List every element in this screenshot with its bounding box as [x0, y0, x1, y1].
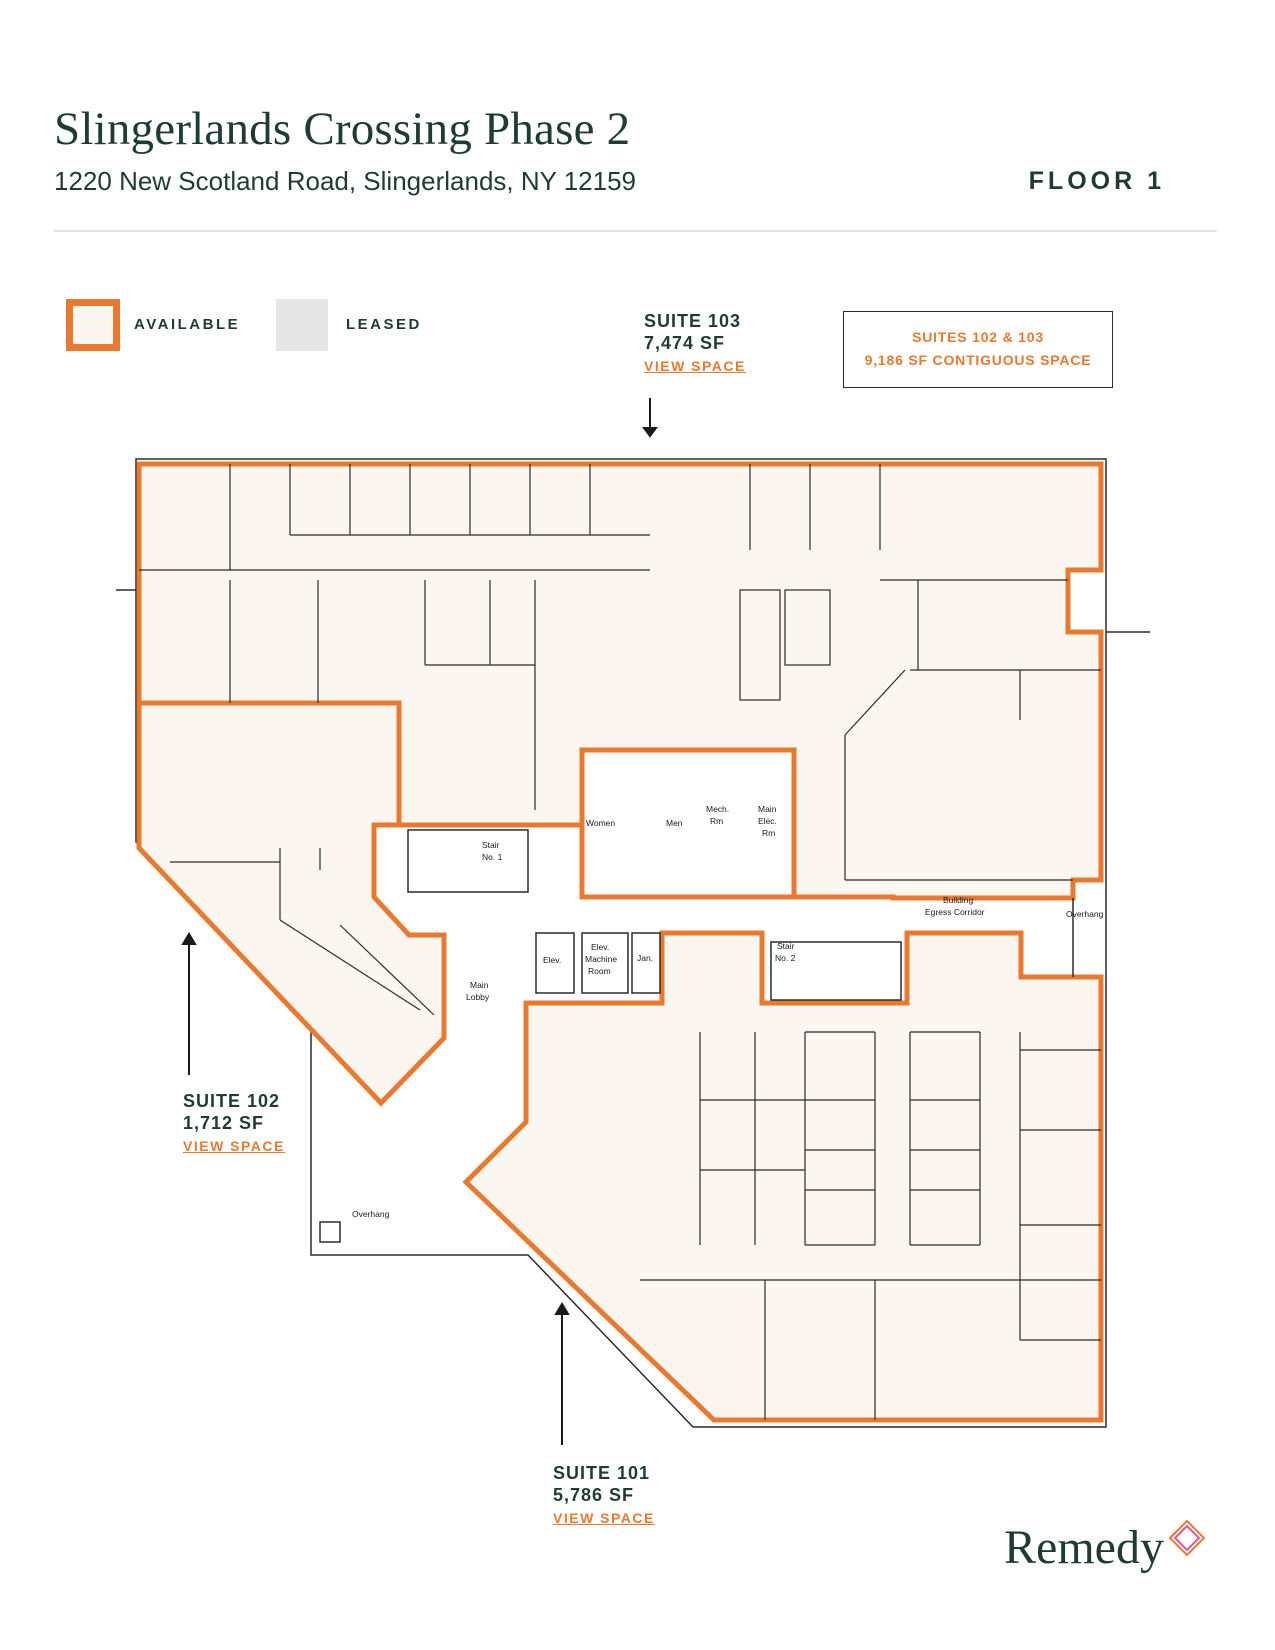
legend-available-label: AVAILABLE	[134, 316, 241, 333]
suite-103-walls	[139, 464, 1101, 881]
property-address: 1220 New Scotland Road, Slingerlands, NY…	[54, 166, 637, 196]
suite-101-arrow	[554, 1302, 570, 1445]
suite-103-callout: SUITE 103 7,474 SF VIEW SPACE	[644, 310, 746, 378]
legend-leased-swatch	[276, 299, 328, 351]
floor-label: FLOOR 1	[1028, 167, 1165, 195]
mech-room-label: Mech.	[706, 804, 729, 814]
contiguous-space-box: SUITES 102 & 103 9,186 SF CONTIGUOUS SPA…	[843, 311, 1113, 388]
suite-102-sf: 1,712 SF	[183, 1113, 265, 1133]
suite-103-arrow	[642, 398, 658, 438]
main-lobby-label: Main	[470, 980, 489, 990]
stair-2-label: Stair	[777, 941, 795, 951]
janitor-label: Jan.	[637, 953, 653, 963]
suite-101-callout: SUITE 101 5,786 SF VIEW SPACE	[553, 1462, 655, 1530]
suite-101-view-link[interactable]: VIEW SPACE	[553, 1510, 655, 1526]
contiguous-line-1: SUITES 102 & 103	[912, 329, 1044, 345]
egress-corridor-label: Building	[943, 895, 974, 905]
remedy-logo-icon	[1168, 1519, 1206, 1557]
contiguous-line-2: 9,186 SF CONTIGUOUS SPACE	[864, 352, 1092, 368]
suite-101-name: SUITE 101	[553, 1463, 651, 1483]
legend-leased-label: LEASED	[346, 316, 422, 333]
page-title: Slingerlands Crossing Phase 2	[54, 103, 631, 155]
women-restroom-label: Women	[586, 818, 615, 828]
men-restroom-label: Men	[666, 818, 683, 828]
suite-102-walls	[170, 848, 435, 1016]
main-elec-label-3: Rm	[762, 828, 775, 838]
room-labels: Stair No. 1 Women Men Mech. Rm Main Elec…	[352, 804, 1104, 1219]
stair-1-label: Stair	[482, 840, 500, 850]
header-divider	[54, 230, 1217, 232]
elevator-label: Elev.	[543, 955, 561, 965]
main-elec-label-2: Elec.	[758, 816, 777, 826]
suite-101-sf: 5,786 SF	[553, 1485, 635, 1505]
core-restrooms	[579, 747, 797, 900]
lobby-walls	[116, 589, 1150, 1243]
stair-2-label-2: No. 2	[775, 953, 796, 963]
suite-102-area[interactable]	[136, 700, 447, 1107]
suite-103-name: SUITE 103	[644, 311, 742, 331]
suite-103-view-link[interactable]: VIEW SPACE	[644, 358, 746, 374]
suite-102-callout: SUITE 102 1,712 SF VIEW SPACE	[183, 1090, 285, 1158]
egress-corridor-label-2: Egress Corridor	[925, 907, 985, 917]
suite-101-area[interactable]	[462, 930, 1104, 1423]
legend-available-swatch	[66, 299, 120, 351]
mech-room-label-2: Rm	[710, 816, 723, 826]
suite-102-name: SUITE 102	[183, 1091, 281, 1111]
suite-101-walls	[640, 1031, 1101, 1420]
main-elec-label: Main	[758, 804, 777, 814]
overhang-bottom-label: Overhang	[352, 1209, 390, 1219]
stair-1-label-2: No. 1	[482, 852, 503, 862]
suite-102-view-link[interactable]: VIEW SPACE	[183, 1138, 285, 1154]
main-lobby-label-2: Lobby	[466, 992, 490, 1002]
overhang-right-label: Overhang	[1066, 909, 1104, 919]
suite-103-sf: 7,474 SF	[644, 333, 726, 353]
suite-102-arrow	[181, 932, 197, 1075]
elev-machine-label-2: Machine	[585, 954, 617, 964]
remedy-logo: Remedy	[1004, 1521, 1164, 1574]
elev-machine-label: Elev.	[591, 942, 609, 952]
elev-machine-label-3: Room	[588, 966, 611, 976]
